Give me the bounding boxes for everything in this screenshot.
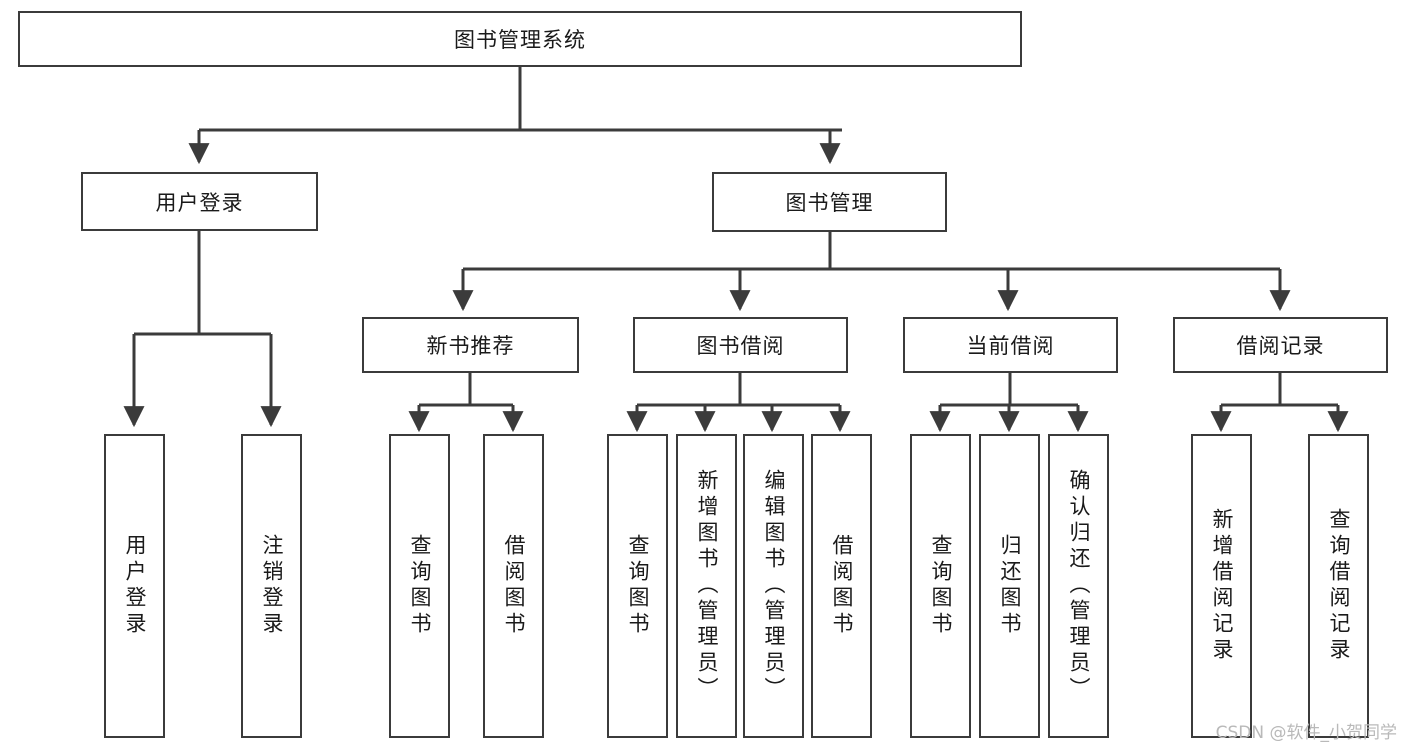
node-borrow-record-label: 借阅记录 <box>1236 334 1325 358</box>
node-leaf-query-book-3-label: 查询图书 <box>929 534 953 638</box>
node-leaf-logout-login[interactable]: 注销登录 <box>241 434 302 738</box>
node-borrow-record[interactable]: 借阅记录 <box>1173 317 1388 373</box>
node-leaf-edit-book-label: 编辑图书（管理员） <box>762 469 786 703</box>
node-leaf-query-record[interactable]: 查询借阅记录 <box>1308 434 1369 738</box>
node-leaf-query-record-label: 查询借阅记录 <box>1327 508 1351 664</box>
node-leaf-query-book-1-label: 查询图书 <box>408 534 432 638</box>
node-leaf-user-login[interactable]: 用户登录 <box>104 434 165 738</box>
watermark: CSDN @软件_小贺同学 <box>1215 723 1397 743</box>
node-leaf-edit-book[interactable]: 编辑图书（管理员） <box>743 434 804 738</box>
node-book-borrow[interactable]: 图书借阅 <box>633 317 848 373</box>
node-book-borrow-label: 图书借阅 <box>696 334 785 358</box>
node-new-book-recommend-label: 新书推荐 <box>426 334 515 358</box>
node-leaf-borrow-book-1-label: 借阅图书 <box>502 534 526 638</box>
node-leaf-borrow-book-2[interactable]: 借阅图书 <box>811 434 872 738</box>
node-leaf-query-book-3[interactable]: 查询图书 <box>910 434 971 738</box>
node-new-book-recommend[interactable]: 新书推荐 <box>362 317 579 373</box>
node-leaf-logout-login-label: 注销登录 <box>260 534 284 638</box>
node-leaf-query-book-2[interactable]: 查询图书 <box>607 434 668 738</box>
node-leaf-add-book-label: 新增图书（管理员） <box>695 469 719 703</box>
node-book-manage-label: 图书管理 <box>785 191 874 215</box>
node-user-login-label: 用户登录 <box>155 190 244 215</box>
node-leaf-add-book[interactable]: 新增图书（管理员） <box>676 434 737 738</box>
node-leaf-add-record[interactable]: 新增借阅记录 <box>1191 434 1252 738</box>
node-leaf-confirm-return[interactable]: 确认归还（管理员） <box>1048 434 1109 738</box>
node-current-borrow[interactable]: 当前借阅 <box>903 317 1118 373</box>
node-leaf-return-book[interactable]: 归还图书 <box>979 434 1040 738</box>
node-leaf-query-book-1[interactable]: 查询图书 <box>389 434 450 738</box>
node-leaf-user-login-label: 用户登录 <box>123 534 147 638</box>
node-root-label: 图书管理系统 <box>454 28 586 52</box>
node-book-manage[interactable]: 图书管理 <box>712 172 947 232</box>
node-leaf-add-record-label: 新增借阅记录 <box>1210 508 1234 664</box>
node-leaf-borrow-book-1[interactable]: 借阅图书 <box>483 434 544 738</box>
node-root[interactable]: 图书管理系统 <box>18 11 1022 67</box>
node-user-login[interactable]: 用户登录 <box>81 172 318 231</box>
node-current-borrow-label: 当前借阅 <box>966 334 1055 358</box>
node-leaf-return-book-label: 归还图书 <box>998 534 1022 638</box>
node-leaf-confirm-return-label: 确认归还（管理员） <box>1067 469 1091 703</box>
node-leaf-query-book-2-label: 查询图书 <box>626 534 650 638</box>
node-leaf-borrow-book-2-label: 借阅图书 <box>830 534 854 638</box>
